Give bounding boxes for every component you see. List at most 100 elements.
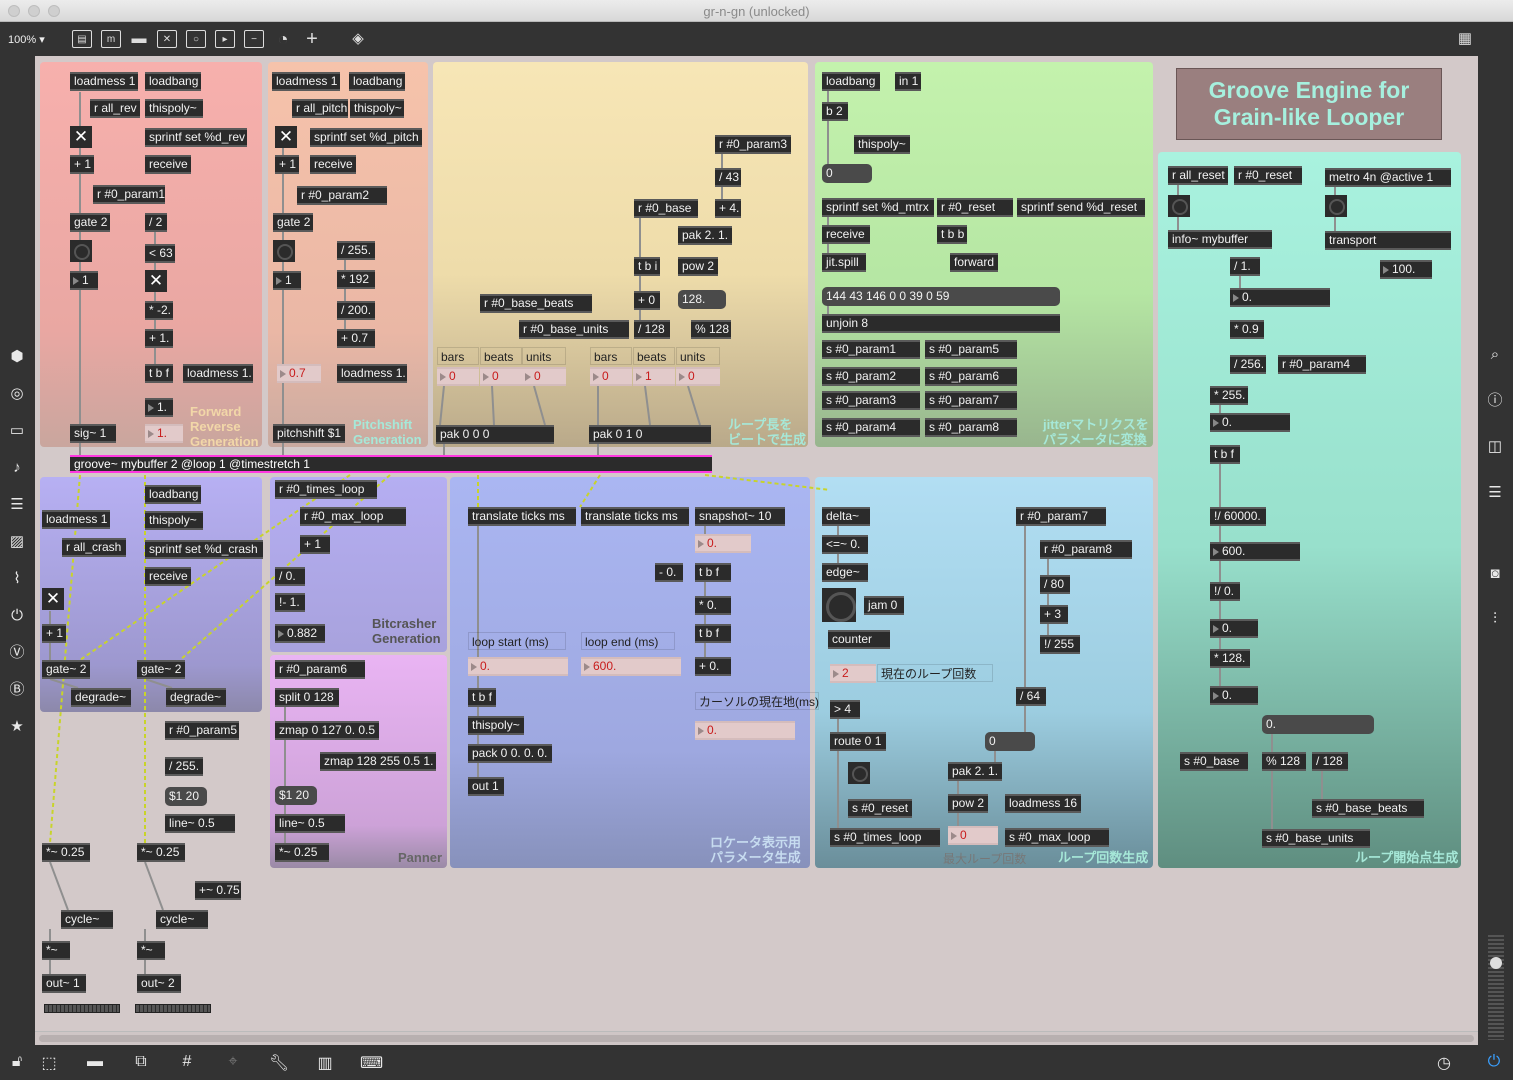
- object-box[interactable]: loadmess 1: [272, 72, 340, 91]
- object-box[interactable]: r all_reset: [1168, 166, 1228, 185]
- object-box[interactable]: split 0 128: [275, 688, 339, 707]
- patch-cord[interactable]: [49, 861, 69, 911]
- bang-button[interactable]: [1168, 195, 1190, 217]
- list-view-icon[interactable]: ☰: [1488, 484, 1502, 501]
- object-box[interactable]: +~ 0.75: [195, 881, 241, 900]
- object-box[interactable]: loadbang: [349, 72, 405, 91]
- object-box[interactable]: / 0.: [275, 567, 305, 586]
- message-box[interactable]: $1 20: [165, 787, 207, 806]
- object-box[interactable]: cycle~: [156, 910, 208, 929]
- object-box[interactable]: line~ 0.5: [275, 814, 345, 833]
- comment-icon[interactable]: ▬: [131, 30, 147, 47]
- object-box[interactable]: r all_rev: [90, 99, 140, 118]
- object-box[interactable]: line~ 0.5: [165, 814, 235, 833]
- object-box[interactable]: t b f: [468, 688, 496, 707]
- object-box[interactable]: sprintf set %d_rev: [145, 128, 247, 147]
- object-box[interactable]: loadmess 1.: [183, 364, 253, 383]
- object-box[interactable]: / 128: [1312, 752, 1348, 771]
- object-box[interactable]: snapshot~ 10: [695, 507, 785, 526]
- object-box[interactable]: r all_crash: [62, 538, 126, 557]
- object-box[interactable]: r #0_param6: [275, 660, 365, 679]
- object-box[interactable]: edge~: [822, 563, 868, 582]
- object-box[interactable]: s #0_base_units: [1262, 829, 1370, 848]
- object-box[interactable]: r #0_param5: [165, 721, 239, 740]
- object-box[interactable]: r #0_param3: [715, 135, 791, 154]
- number-box[interactable]: 1: [633, 367, 675, 386]
- number-box[interactable]: 1: [70, 271, 98, 290]
- message-box[interactable]: 0: [985, 732, 1035, 751]
- close-window-button[interactable]: [8, 5, 20, 17]
- object-box[interactable]: pow 2: [678, 257, 718, 276]
- number-box[interactable]: 0.: [1230, 288, 1330, 307]
- object-box[interactable]: thispoly~: [350, 99, 404, 118]
- cpu-meter-icon[interactable]: ◷: [1437, 1055, 1451, 1072]
- object-box[interactable]: !/ 0.: [1210, 582, 1240, 601]
- number-box[interactable]: 0: [480, 367, 522, 386]
- number-box[interactable]: 0.: [695, 534, 751, 553]
- message-box[interactable]: $1 20: [275, 786, 317, 805]
- object-box[interactable]: receive: [822, 225, 870, 244]
- object-box[interactable]: out~ 1: [42, 974, 86, 993]
- object-box[interactable]: * 0.: [695, 596, 731, 615]
- object-box[interactable]: !- 1.: [275, 593, 305, 612]
- object-box[interactable]: t b f: [695, 563, 731, 582]
- bang-button[interactable]: [1325, 195, 1347, 217]
- object-box[interactable]: sprintf set %d_pitch: [310, 128, 422, 147]
- object-box[interactable]: / 1.: [1230, 257, 1260, 276]
- number-box[interactable]: 0.882: [275, 624, 325, 643]
- zoom-level-menu[interactable]: 100% ▾: [8, 34, 45, 46]
- object-box[interactable]: * 0.9: [1230, 320, 1264, 339]
- number-box[interactable]: 0.7: [277, 364, 321, 383]
- object-box[interactable]: / 255.: [165, 757, 203, 776]
- object-box[interactable]: s #0_times_loop: [830, 828, 940, 847]
- toggle[interactable]: [145, 270, 167, 292]
- object-box[interactable]: forward: [950, 253, 998, 272]
- object-box[interactable]: degrade~: [71, 688, 131, 707]
- presentation-icon[interactable]: ▤: [72, 30, 92, 48]
- object-box[interactable]: s #0_max_loop: [1005, 828, 1109, 847]
- bus-icon[interactable]: ▭: [9, 422, 25, 439]
- number-box[interactable]: 0: [590, 367, 632, 386]
- object-box[interactable]: sprintf send %d_reset: [1017, 198, 1145, 217]
- message-box[interactable]: 144 43 146 0 0 39 0 59: [822, 287, 1060, 306]
- object-box[interactable]: / 255.: [337, 241, 375, 260]
- v-circle-icon[interactable]: Ⓥ: [9, 644, 25, 661]
- object-box[interactable]: * 255.: [1210, 386, 1248, 405]
- plug-icon[interactable]: ⏻: [11, 607, 23, 624]
- object-box[interactable]: unjoin 8: [822, 314, 1060, 333]
- object-box[interactable]: receive: [145, 155, 191, 174]
- grid-icon[interactable]: #: [182, 1053, 192, 1070]
- object-box[interactable]: *~: [42, 941, 70, 960]
- object-box[interactable]: !/ 60000.: [1210, 507, 1266, 526]
- object-box[interactable]: / 128: [634, 320, 670, 339]
- volume-knob[interactable]: [1490, 957, 1502, 969]
- object-box[interactable]: r #0_base: [634, 199, 698, 218]
- object-box[interactable]: * 192: [337, 270, 375, 289]
- object-box[interactable]: cycle~: [61, 910, 113, 929]
- object-box[interactable]: pitchshift $1: [273, 424, 345, 443]
- comment-bubble-icon[interactable]: ▬: [87, 1053, 103, 1070]
- object-box[interactable]: r #0_reset: [1234, 166, 1302, 185]
- object-box[interactable]: r all_pitch: [292, 99, 348, 118]
- object-box[interactable]: info~ mybuffer: [1168, 230, 1272, 249]
- object-box[interactable]: jit.spill: [822, 253, 866, 272]
- toggle[interactable]: [275, 126, 297, 148]
- object-box[interactable]: in 1: [895, 72, 921, 91]
- object-box[interactable]: t b f: [145, 364, 173, 383]
- object-box[interactable]: + 1: [275, 155, 299, 174]
- bang-button[interactable]: [848, 762, 870, 784]
- object-box[interactable]: s #0_base: [1180, 752, 1248, 771]
- object-box[interactable]: <=~ 0.: [822, 535, 868, 554]
- zoom-window-button[interactable]: [48, 5, 60, 17]
- object-box[interactable]: t b i: [634, 257, 660, 276]
- object-box[interactable]: transport: [1325, 231, 1451, 250]
- bang-button[interactable]: [822, 588, 856, 622]
- camera-icon[interactable]: ◙: [1490, 565, 1500, 582]
- object-box[interactable]: r #0_max_loop: [300, 507, 406, 526]
- object-box[interactable]: % 128: [691, 320, 731, 339]
- number-box[interactable]: 600.: [1210, 542, 1300, 561]
- object-box[interactable]: r #0_base_beats: [480, 294, 592, 313]
- object-box[interactable]: jam 0: [864, 596, 904, 615]
- number-box[interactable]: 1.: [145, 424, 183, 443]
- object-box[interactable]: + 3: [1040, 605, 1068, 624]
